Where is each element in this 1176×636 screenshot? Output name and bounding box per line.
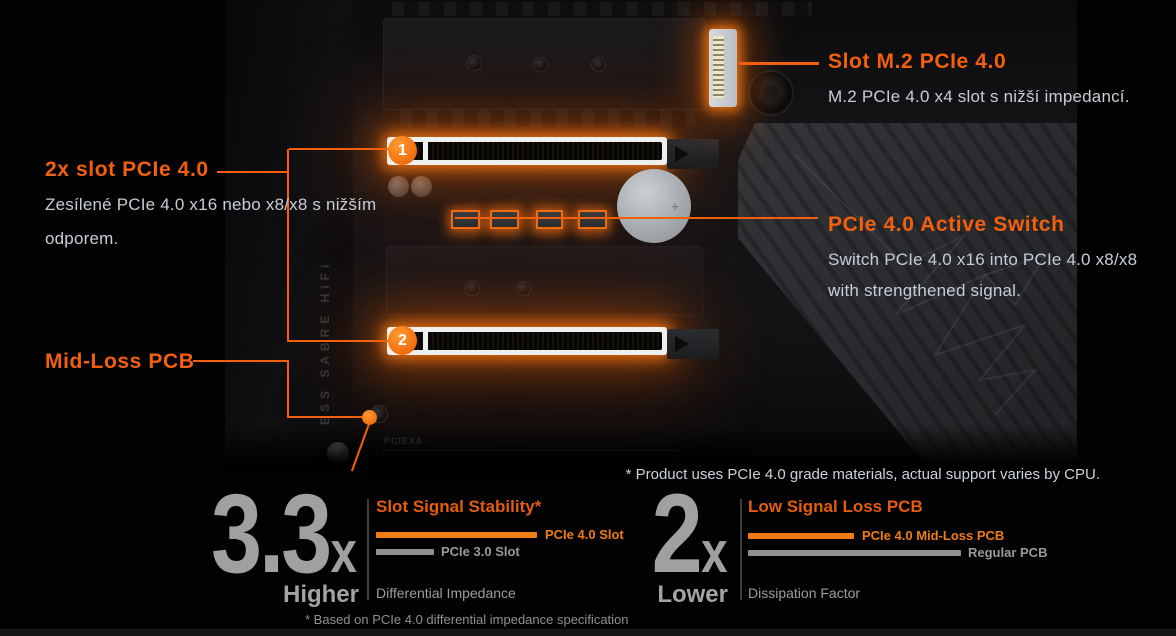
pcie-switch-chip <box>578 210 607 229</box>
pcie-slot-2-key <box>423 332 428 350</box>
callout-line-active-switch <box>455 217 818 219</box>
m2-feature-title: Slot M.2 PCIe 4.0 <box>828 50 1007 73</box>
capacitor <box>411 176 432 197</box>
slot-2-number-badge: 2 <box>388 326 417 355</box>
chart1-direction: Higher <box>282 581 359 608</box>
pcie-slot-1-key <box>423 142 428 160</box>
chart2-multiplier-suffix: x <box>701 520 728 585</box>
chart1-footnote: * Based on PCIe 4.0 differential impedan… <box>305 612 629 627</box>
chart1-label-pcie3: PCIe 3.0 Slot <box>441 544 520 559</box>
callout-line-to-slot2 <box>289 340 388 342</box>
slot-2-number: 2 <box>398 331 407 349</box>
m2-thermal-guard-mid <box>386 246 703 316</box>
callout-line-m2 <box>739 62 819 65</box>
pcie-slot-1-latch <box>667 139 719 169</box>
pcie-switch-chip <box>490 210 519 229</box>
slot-1-number-badge: 1 <box>388 136 417 165</box>
chart1-label-pcie4: PCIe 4.0 Slot <box>545 527 624 542</box>
fan-hub <box>763 85 779 101</box>
pcie-feature-desc-line2: odporem. <box>45 229 119 248</box>
chart2-bar-regular <box>748 550 961 556</box>
screw <box>516 281 531 296</box>
screw <box>591 57 606 72</box>
callout-line-midloss-horizontal <box>289 416 363 418</box>
pcie-slot-2-contacts <box>392 332 662 350</box>
mid-loss-pcb-dot <box>362 410 377 425</box>
m2-connector <box>709 29 737 107</box>
screw <box>464 280 480 296</box>
callout-line-midloss <box>193 360 288 362</box>
chart2-direction: Lower <box>657 581 728 608</box>
pcie-switch-chip <box>536 210 563 229</box>
capacitor <box>388 176 409 197</box>
audio-shroud <box>225 0 353 472</box>
screw <box>533 57 548 72</box>
switch-feature-desc-line1: Switch PCIe 4.0 x16 into PCIe 4.0 x8/x8 <box>828 250 1138 269</box>
chart1-bar-pcie4 <box>376 532 537 538</box>
board-components-top <box>392 2 812 16</box>
m2-feature-desc: M.2 PCIe 4.0 x4 slot s nižší impedancí. <box>828 87 1130 106</box>
section-bottom-strip <box>0 629 1176 636</box>
midloss-feature-title: Mid-Loss PCB <box>45 350 195 373</box>
callout-line-pcie <box>217 171 288 173</box>
chart2-metric: Dissipation Factor <box>748 585 861 601</box>
chipset-fan-icon <box>748 70 794 116</box>
shroud-silkscreen-text: ESS SABRE HiFi <box>318 259 332 425</box>
latch-arrow-icon <box>675 146 689 162</box>
latch-arrow-icon <box>675 336 689 352</box>
pcie-feature-desc-line1: Zesílené PCIe 4.0 x16 nebo x8/x8 s nižší… <box>45 195 377 214</box>
chart1-multiplier-value: 3.3 <box>211 471 332 596</box>
product-footnote: * Product uses PCIe 4.0 grade materials,… <box>625 466 1100 483</box>
board-components-row <box>400 110 695 127</box>
chart1-multiplier-suffix: x <box>330 520 357 585</box>
switch-feature-title: PCIe 4.0 Active Switch <box>828 213 1065 236</box>
pcie-feature-title: 2x slot PCIe 4.0 <box>45 158 209 181</box>
callout-line-pcie-vertical <box>287 149 289 342</box>
chart2-label-regular: Regular PCB <box>968 545 1048 560</box>
chart1-metric: Differential Impedance <box>376 585 516 601</box>
m2-connector-pins <box>713 36 724 98</box>
pcie-slot-2 <box>387 327 667 355</box>
chart2-multiplier-value: 2 <box>652 471 703 596</box>
chart2-divider <box>740 499 742 600</box>
pcie-slot-1 <box>387 137 667 165</box>
chart1-bar-pcie3 <box>376 549 434 555</box>
pcie-switch-chip <box>451 210 480 229</box>
pcie-slot-2-latch <box>667 329 719 359</box>
callout-line-to-slot1 <box>289 148 388 150</box>
chart1-divider <box>367 499 369 600</box>
switch-feature-desc-line2: with strengthened signal. <box>828 281 1022 300</box>
callout-line-midloss-vertical <box>287 360 289 418</box>
battery-plus-mark: + <box>671 198 679 214</box>
slot-1-number: 1 <box>398 141 407 159</box>
chart2-title: Low Signal Loss PCB <box>748 497 923 516</box>
chart2-bar-midloss <box>748 533 854 539</box>
chart1-title: Slot Signal Stability* <box>376 497 542 516</box>
screw <box>466 55 482 71</box>
aorus-falcon-lineart <box>794 154 1048 416</box>
pcie-slot-1-contacts <box>392 142 662 160</box>
chart2-label-midloss: PCIe 4.0 Mid-Loss PCB <box>862 528 1005 543</box>
cmos-battery: + <box>617 169 691 243</box>
